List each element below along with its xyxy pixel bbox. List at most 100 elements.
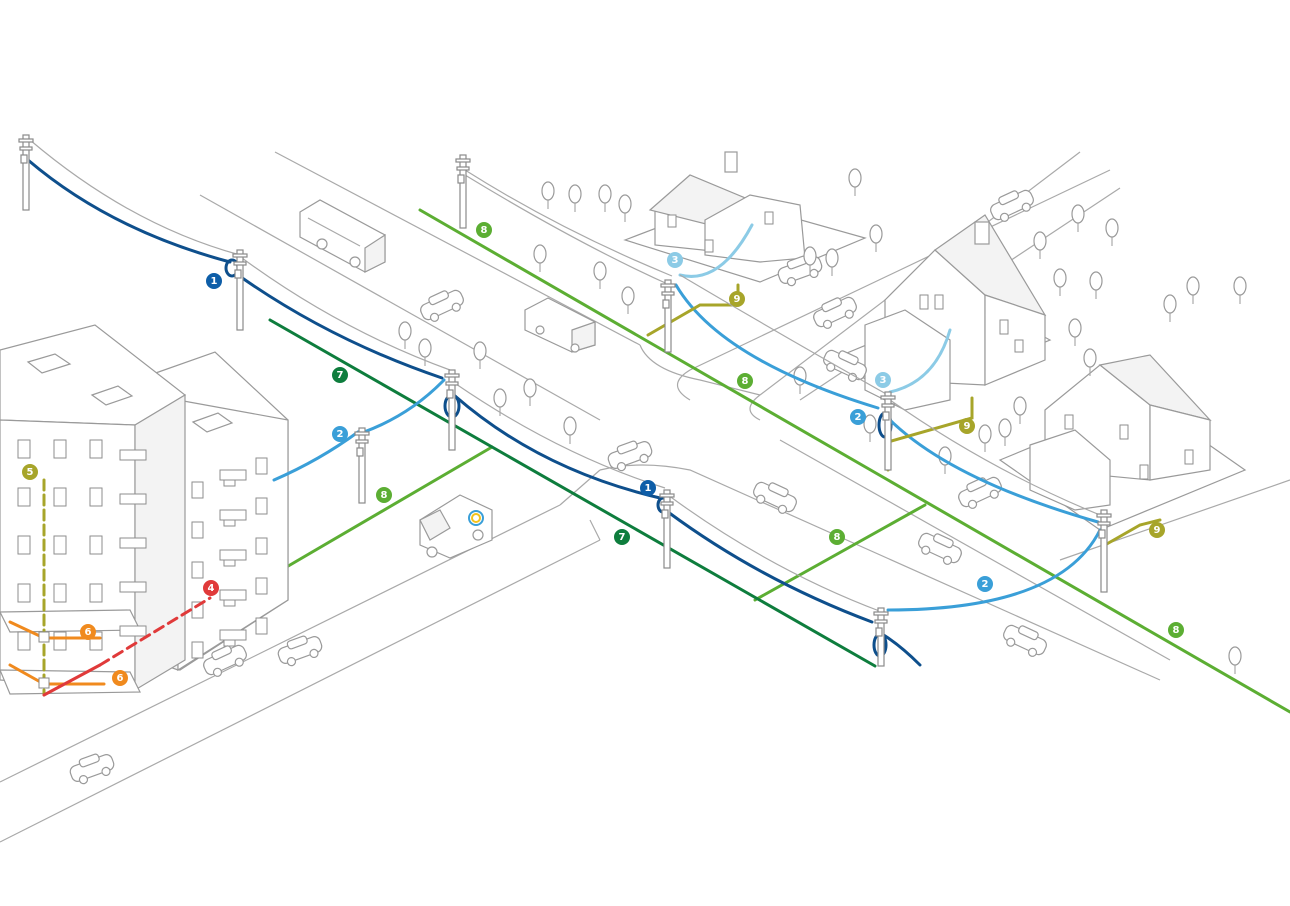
tree-icon [493, 388, 507, 416]
utility-pole [1096, 509, 1112, 593]
trees [398, 168, 1247, 674]
tree-icon [1083, 348, 1097, 376]
car [277, 635, 323, 667]
overhead-wires [29, 139, 1101, 613]
house-right [998, 354, 1247, 531]
cable-2-lines [272, 283, 1102, 612]
window [89, 439, 103, 459]
balcony [219, 629, 247, 641]
tree-icon [1228, 646, 1242, 674]
car [823, 349, 867, 382]
car [813, 296, 857, 329]
window [53, 487, 67, 507]
badge-label: 3 [880, 375, 887, 386]
badge-label: 1 [211, 276, 218, 287]
badge-circle [332, 367, 348, 383]
badge-label: 9 [734, 294, 741, 305]
badge-6: 6 [112, 670, 128, 686]
tree-icon [863, 414, 877, 442]
window [17, 631, 31, 651]
badge-2: 2 [332, 426, 348, 442]
badge-6: 6 [80, 624, 96, 640]
badge-circle [476, 222, 492, 238]
utility-pole [354, 427, 370, 504]
badge-label: 7 [619, 532, 626, 543]
utility-pole [659, 489, 675, 569]
vehicles [69, 189, 1047, 785]
car [990, 189, 1034, 222]
badge-label: 2 [982, 579, 989, 590]
window [255, 497, 268, 515]
tree-icon [848, 168, 862, 196]
window [191, 481, 204, 499]
window [191, 641, 204, 659]
badge-9: 9 [959, 418, 975, 434]
tree-icon [1089, 271, 1103, 299]
apartment-building [0, 324, 289, 697]
badge-circle [667, 252, 683, 268]
badge-label: 4 [208, 583, 215, 594]
balcony [119, 493, 147, 505]
badge-9: 9 [729, 291, 745, 307]
tree-icon [418, 338, 432, 366]
cable-1-lines [26, 158, 922, 667]
tree-icon [803, 246, 817, 274]
utility-pole [444, 369, 460, 451]
badge-circle [112, 670, 128, 686]
badge-label: 7 [337, 370, 344, 381]
utility-pole [660, 279, 676, 353]
badge-circle [203, 580, 219, 596]
delivery-truck [419, 494, 493, 559]
tree-icon [978, 424, 992, 452]
badge-label: 2 [855, 412, 862, 423]
badge-circle [22, 464, 38, 480]
badge-label: 5 [27, 467, 34, 478]
tree-icon [1163, 294, 1177, 322]
tree-icon [563, 416, 577, 444]
badge-label: 6 [85, 627, 92, 638]
badge-8: 8 [829, 529, 845, 545]
apartment-windows [17, 439, 268, 659]
car [918, 532, 962, 565]
window [53, 583, 67, 603]
tree-icon [1233, 276, 1247, 304]
cable-3-lines [678, 223, 952, 394]
badge-4: 4 [203, 580, 219, 596]
window [255, 457, 268, 475]
window [89, 487, 103, 507]
badge-7: 7 [614, 529, 630, 545]
badge-1: 1 [206, 273, 222, 289]
bus [299, 199, 386, 273]
utility-pole [880, 391, 896, 471]
badge-8: 8 [476, 222, 492, 238]
badge-circle [875, 372, 891, 388]
tree-icon [618, 194, 632, 222]
window [255, 537, 268, 555]
window [89, 583, 103, 603]
balcony [219, 589, 247, 601]
window [191, 561, 204, 579]
window [53, 439, 67, 459]
badge-3: 3 [667, 252, 683, 268]
badge-circle [829, 529, 845, 545]
tree-icon [473, 341, 487, 369]
badge-circle [80, 624, 96, 640]
car [1003, 624, 1047, 657]
balcony [219, 509, 247, 521]
badge-label: 1 [645, 483, 652, 494]
badge-2: 2 [977, 576, 993, 592]
badge-label: 8 [742, 376, 749, 387]
tree-icon [1071, 204, 1085, 232]
tree-icon [825, 248, 839, 276]
badge-8: 8 [376, 487, 392, 503]
badge-8: 8 [737, 373, 753, 389]
badge-8: 8 [1168, 622, 1184, 638]
badge-circle [614, 529, 630, 545]
badge-label: 8 [381, 490, 388, 501]
badge-5: 5 [22, 464, 38, 480]
utility-pole [18, 134, 34, 211]
badge-circle [640, 480, 656, 496]
tree-icon [598, 184, 612, 212]
badge-circle [1168, 622, 1184, 638]
